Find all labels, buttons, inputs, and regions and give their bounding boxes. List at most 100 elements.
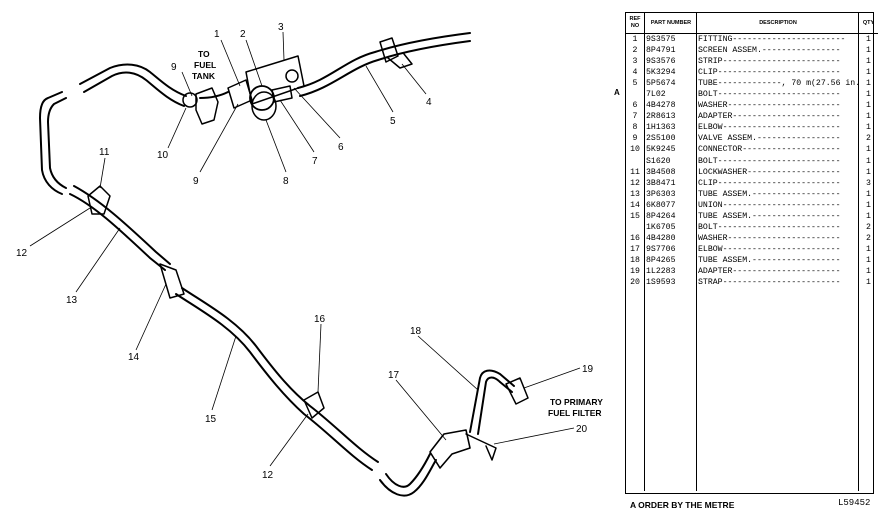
footnote-order-by-metre: A ORDER BY THE METRE bbox=[630, 500, 735, 510]
callout-18: 18 bbox=[410, 326, 422, 337]
row-part-number: 1H1363 bbox=[644, 122, 697, 134]
row-part-number: 9S3576 bbox=[644, 56, 697, 68]
union-14 bbox=[159, 263, 185, 299]
row-qty: 1 bbox=[866, 46, 871, 56]
row-ref-no bbox=[626, 221, 645, 233]
callout-11: 11 bbox=[99, 147, 110, 158]
elbow-8 bbox=[251, 91, 277, 121]
row-qty: 2 bbox=[866, 233, 871, 243]
row-ref-no: 14 bbox=[626, 199, 645, 211]
callout-2: 2 bbox=[240, 29, 246, 40]
tube-5-inner bbox=[83, 71, 185, 107]
row-qty: 1 bbox=[866, 112, 871, 122]
row-qty: 3 bbox=[866, 178, 871, 188]
row-description: TUBE ASSEM.------------------ bbox=[696, 210, 859, 222]
row-part-number: 1L2283 bbox=[644, 265, 697, 278]
row-qty: 1 bbox=[866, 79, 871, 89]
row-part-number: 5K3294 bbox=[644, 67, 697, 79]
callout-9-top: 9 bbox=[171, 62, 177, 73]
header-description: DESCRIPTION bbox=[696, 13, 859, 34]
row-part-number: 6K8077 bbox=[644, 199, 697, 211]
row-description: LOCKWASHER------------------- bbox=[696, 166, 859, 178]
metre-order-mark: A bbox=[614, 88, 620, 97]
row-qty: 1 bbox=[866, 167, 871, 177]
callout-12-top: 12 bbox=[16, 248, 28, 259]
row-description: VALVE ASSEM.----------------- bbox=[696, 133, 859, 145]
row-ref-no: 20 bbox=[626, 277, 645, 289]
row-description: ELBOW------------------------ bbox=[696, 243, 859, 255]
row-part-number: 8P4791 bbox=[644, 45, 697, 57]
row-ref-no bbox=[626, 155, 645, 167]
filler-cell bbox=[626, 288, 645, 492]
row-description: BOLT------------------------- bbox=[696, 89, 859, 101]
row-ref-no bbox=[626, 89, 645, 101]
row-qty: 1 bbox=[866, 123, 871, 133]
filler-cell bbox=[859, 288, 879, 491]
tube-left-vertical-inner bbox=[47, 97, 67, 189]
row-qty: 1 bbox=[866, 200, 871, 210]
callout-16: 16 bbox=[314, 314, 326, 325]
row-description: SCREEN ASSEM.---------------- bbox=[696, 45, 859, 57]
tube-assembly-3-inner bbox=[299, 40, 471, 97]
row-qty: 1 bbox=[866, 145, 871, 155]
table-filler-row bbox=[626, 288, 879, 492]
callout-19: 19 bbox=[582, 364, 594, 375]
row-qty: 1 bbox=[866, 211, 871, 221]
callout-1: 1 bbox=[214, 29, 220, 40]
callout-4: 4 bbox=[426, 97, 432, 108]
row-description: ADAPTER---------------------- bbox=[696, 111, 859, 123]
row-ref-no: 15 bbox=[626, 210, 645, 222]
row-part-number: 8P4264 bbox=[644, 210, 697, 222]
row-part-number: 4B4278 bbox=[644, 100, 697, 112]
tube-assembly-18 bbox=[469, 369, 515, 433]
row-part-number: 2S5100 bbox=[644, 133, 697, 145]
callout-17: 17 bbox=[388, 370, 400, 381]
row-qty: 1 bbox=[866, 35, 871, 45]
tube-5-outer bbox=[79, 63, 187, 97]
tube-lower-outer bbox=[379, 459, 437, 497]
row-part-number: 9S7706 bbox=[644, 243, 697, 255]
filler-cell bbox=[644, 288, 697, 492]
bracket-bolt bbox=[285, 69, 299, 83]
row-ref-no: 17 bbox=[626, 243, 645, 255]
row-part-number: 5K9245 bbox=[644, 144, 697, 156]
tube-left-vertical-outer bbox=[39, 91, 63, 195]
row-ref-no: 6 bbox=[626, 100, 645, 112]
table-header-row: REF NO PART NUMBER DESCRIPTION QTY bbox=[626, 13, 878, 34]
strap-20 bbox=[465, 433, 497, 461]
row-ref-no: 1 bbox=[626, 33, 645, 46]
row-qty: 1 bbox=[866, 68, 871, 78]
row-description: STRAP------------------------ bbox=[696, 277, 859, 289]
row-description: ELBOW------------------------ bbox=[696, 122, 859, 134]
tube-assembly-15-inner bbox=[181, 287, 379, 463]
row-ref-no: 13 bbox=[626, 188, 645, 200]
callout-12-bottom: 12 bbox=[262, 470, 274, 481]
note-fuel-tank-line3: TANK bbox=[192, 71, 216, 81]
row-ref-no: 8 bbox=[626, 122, 645, 134]
row-qty: 1 bbox=[866, 101, 871, 111]
row-part-number: 7L02 bbox=[644, 89, 697, 101]
row-ref-no: 16 bbox=[626, 232, 645, 244]
callout-6: 6 bbox=[338, 142, 344, 153]
row-ref-no: 18 bbox=[626, 254, 645, 266]
row-description: ADAPTER---------------------- bbox=[696, 265, 859, 278]
row-ref-no: 5 bbox=[626, 78, 645, 90]
row-part-number: 4B4280 bbox=[644, 232, 697, 244]
callout-9-bottom: 9 bbox=[193, 176, 199, 187]
row-part-number: 3P6303 bbox=[644, 188, 697, 200]
tube-lower-inner bbox=[385, 453, 431, 488]
